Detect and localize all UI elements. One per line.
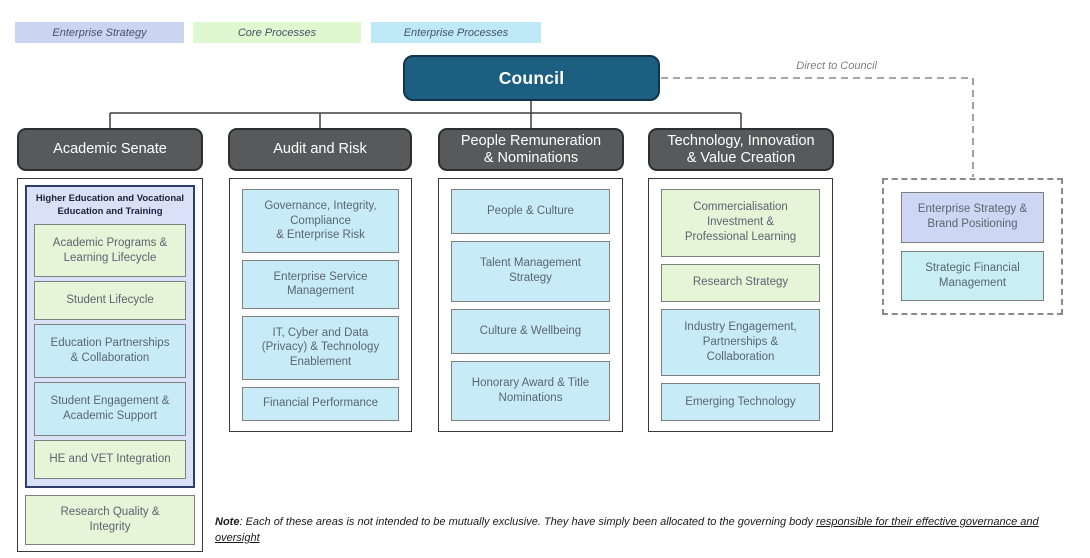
note-label: Note [215, 516, 240, 528]
item-industry-engagement: Industry Engagement, Partnerships & Coll… [661, 308, 820, 377]
header-academic-senate: Academic Senate [17, 128, 203, 171]
note: Note: Each of these areas is not intende… [215, 515, 1063, 547]
item-people-culture: People & Culture [451, 189, 610, 235]
item-research-quality: Research Quality & Integrity [25, 495, 195, 545]
header-technology-innovation: Technology, Innovation & Value Creation [648, 128, 834, 171]
item-education-partnerships: Education Partnerships & Collaboration [34, 324, 186, 379]
he-vet-group-title: Higher Education and Vocational Educatio… [35, 193, 185, 217]
note-underlined-text: responsible for their effective governan… [215, 516, 1039, 544]
item-talent-management: Talent Management Strategy [451, 241, 610, 302]
item-commercialisation: Commercialisation Investment & Professio… [661, 189, 820, 257]
header-audit-and-risk: Audit and Risk [228, 128, 412, 171]
column-people-remuneration: People & Culture Talent Management Strat… [438, 178, 623, 432]
column-technology-innovation: Commercialisation Investment & Professio… [648, 178, 833, 432]
item-enterprise-strategy-brand: Enterprise Strategy & Brand Positioning [901, 192, 1044, 243]
item-strategic-financial: Strategic Financial Management [901, 250, 1044, 301]
note-text: : Each of these areas is not intended to… [239, 516, 817, 528]
item-financial-performance: Financial Performance [242, 386, 399, 421]
item-academic-programs: Academic Programs & Learning Lifecycle [34, 223, 186, 278]
item-culture-wellbeing: Culture & Wellbeing [451, 308, 610, 354]
item-student-engagement: Student Engagement & Academic Support [34, 382, 186, 437]
item-research-strategy: Research Strategy [661, 263, 820, 302]
item-honorary-award: Honorary Award & Title Nominations [451, 360, 610, 421]
header-people-remuneration: People Remuneration & Nominations [438, 128, 624, 171]
item-student-lifecycle: Student Lifecycle [34, 281, 186, 321]
council-box: Council [403, 55, 660, 101]
legend-core-processes: Core Processes [193, 22, 361, 43]
he-vet-group: Higher Education and Vocational Educatio… [25, 185, 195, 488]
item-he-vet-integration: HE and VET Integration [34, 440, 186, 479]
item-it-cyber-data: IT, Cyber and Data (Privacy) & Technolog… [242, 315, 399, 380]
direct-to-council-label: Direct to Council [796, 60, 877, 72]
direct-to-council-box: Enterprise Strategy & Brand Positioning … [882, 178, 1063, 315]
column-academic-senate: Higher Education and Vocational Educatio… [17, 178, 203, 552]
column-audit-and-risk: Governance, Integrity, Compliance & Ente… [229, 178, 412, 432]
legend-enterprise-processes: Enterprise Processes [371, 22, 541, 43]
legend-enterprise-strategy: Enterprise Strategy [15, 22, 184, 43]
org-tree-lines [109, 101, 742, 128]
item-governance-integrity: Governance, Integrity, Compliance & Ente… [242, 189, 399, 253]
item-emerging-technology: Emerging Technology [661, 383, 820, 421]
item-enterprise-service: Enterprise Service Management [242, 259, 399, 309]
